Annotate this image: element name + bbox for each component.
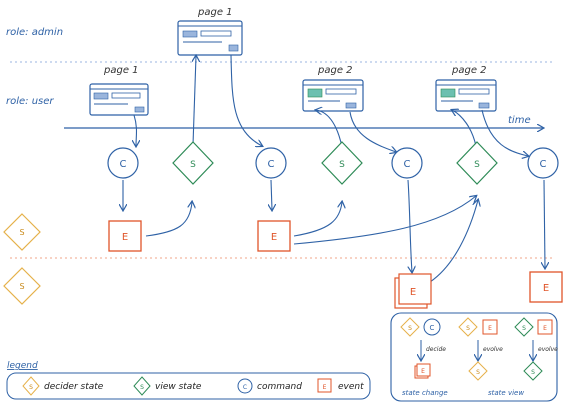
event-node: E <box>529 271 563 303</box>
arrow-event-to-view <box>145 202 192 237</box>
command-node: C <box>255 147 287 179</box>
role-admin-label: role: admin <box>6 27 63 38</box>
legend-event-label: event <box>338 382 364 392</box>
view-state-node: S <box>321 141 363 185</box>
decider-state-node: S <box>3 267 41 305</box>
decider-state-glyph: S <box>29 384 33 391</box>
command-glyph: C <box>120 159 127 170</box>
view-state-glyph: S <box>522 325 526 332</box>
evolve-label: evolve <box>538 346 558 353</box>
legend-view-state-label: view state <box>155 382 202 392</box>
arrow-command4-to-event <box>544 179 545 268</box>
page-title: page 2 <box>451 65 487 76</box>
evolve-decider-pattern: S E evolve S <box>458 317 503 381</box>
arrow-page2-to-command <box>349 111 396 152</box>
decide-label: decide <box>426 346 446 353</box>
view-state-node: S <box>456 141 498 185</box>
event-glyph: E <box>421 368 425 375</box>
page-title: page 1 <box>197 7 233 18</box>
command-glyph: C <box>268 159 275 170</box>
legend: legend S decider state S view state C co… <box>6 361 371 400</box>
state-view-label: state view <box>488 389 524 397</box>
view-state-glyph: S <box>531 369 535 376</box>
view-state-glyph: S <box>190 160 196 170</box>
page-title: page 1 <box>103 65 139 76</box>
command-node: C <box>527 147 559 179</box>
decider-state-glyph: S <box>476 369 480 376</box>
event-glyph: E <box>271 232 277 243</box>
command-glyph: C <box>404 159 411 170</box>
event-glyph: E <box>543 325 547 332</box>
arrow-page2b-to-command <box>481 109 528 156</box>
legend-decider-state-icon <box>22 376 40 396</box>
wireframe-user-page-2b: page 2 <box>435 65 497 112</box>
legend-event-icon <box>317 378 332 393</box>
event-node: E <box>108 220 142 252</box>
view-state-glyph: S <box>339 160 345 170</box>
decider-state-glyph: S <box>19 228 24 237</box>
event-glyph: E <box>410 287 416 298</box>
legend-title: legend <box>7 361 38 371</box>
state-change-label: state change <box>402 389 448 397</box>
event-node-stacked: E <box>394 273 432 309</box>
command-node: C <box>107 147 139 179</box>
decider-state-node: S <box>3 213 41 251</box>
decider-state-glyph: S <box>408 325 412 332</box>
event-glyph: E <box>543 283 549 294</box>
wireframe-admin-page-1: page 1 <box>177 7 243 56</box>
event-glyph: E <box>122 232 128 243</box>
arrow-event2-to-view <box>293 202 342 237</box>
decider-state-glyph: S <box>19 282 24 291</box>
arrow-event2-to-view3 <box>293 196 476 245</box>
flow-arrows <box>123 54 545 283</box>
arrow-command2-to-event <box>271 179 272 210</box>
event-glyph: E <box>323 384 327 391</box>
command-node: C <box>391 147 423 179</box>
legend-view-state-icon <box>133 376 151 396</box>
arrow-view-to-admin-page <box>193 56 196 146</box>
page-title: page 2 <box>317 65 353 76</box>
wireframe-user-page-2a: page 2 <box>302 65 364 112</box>
event-node: E <box>257 220 291 252</box>
arrow-view3-to-page2b <box>452 110 477 147</box>
arrow-page1-to-command <box>134 114 137 146</box>
arrow-command3-to-event <box>407 179 412 272</box>
time-label: time <box>508 115 531 126</box>
arrow-admin-page-to-command <box>230 54 262 146</box>
legend-decider-state-label: decider state <box>44 382 104 392</box>
role-user-label: role: user <box>6 96 54 107</box>
legend-command-icon <box>237 378 253 394</box>
wireframe-user-page-1: page 1 <box>89 65 149 116</box>
view-state-glyph: S <box>140 384 144 391</box>
arrow-event3-to-view <box>429 200 478 283</box>
event-glyph: E <box>488 325 492 332</box>
decider-state-glyph: S <box>466 325 470 332</box>
view-state-glyph: S <box>474 160 480 170</box>
evolve-view-pattern: S E evolve S <box>514 317 558 381</box>
patterns-panel: S C decide E state change S E evolve S S <box>390 312 558 402</box>
state-change-pattern: S C decide E state change <box>400 317 448 397</box>
legend-command-label: command <box>257 382 302 392</box>
view-state-node: S <box>172 141 214 185</box>
command-glyph: C <box>243 384 247 391</box>
evolve-label: evolve <box>483 346 503 353</box>
command-glyph: C <box>540 159 547 170</box>
command-glyph: C <box>430 324 435 332</box>
